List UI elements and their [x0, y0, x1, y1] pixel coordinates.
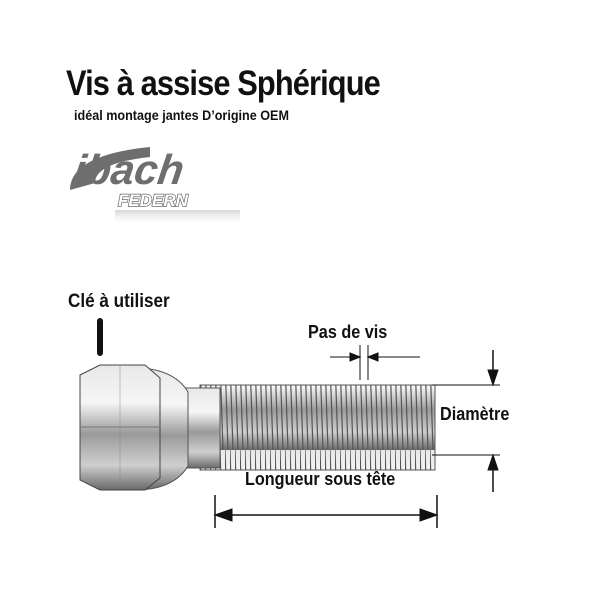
diameter-dimension	[432, 350, 500, 492]
key-label: Clé à utiliser	[68, 291, 170, 312]
pitch-dimension	[330, 345, 420, 380]
diameter-label: Diamètre	[440, 404, 510, 424]
pitch-label: Pas de vis	[308, 322, 388, 342]
length-dimension	[213, 495, 439, 528]
logo-reflection	[115, 210, 240, 226]
length-label: Longueur sous tête	[245, 469, 396, 489]
eibach-logo: ibach FEDERN	[70, 146, 240, 226]
key-marker	[97, 318, 103, 356]
logo-brand: ibach	[71, 146, 187, 193]
page-title: Vis à assise Sphérique	[66, 64, 381, 103]
logo-swoosh	[70, 147, 150, 190]
logo-sub: FEDERN	[118, 191, 189, 210]
bolt-image	[79, 364, 436, 491]
subtitle: idéal montage jantes D’origine OEM	[74, 107, 289, 123]
